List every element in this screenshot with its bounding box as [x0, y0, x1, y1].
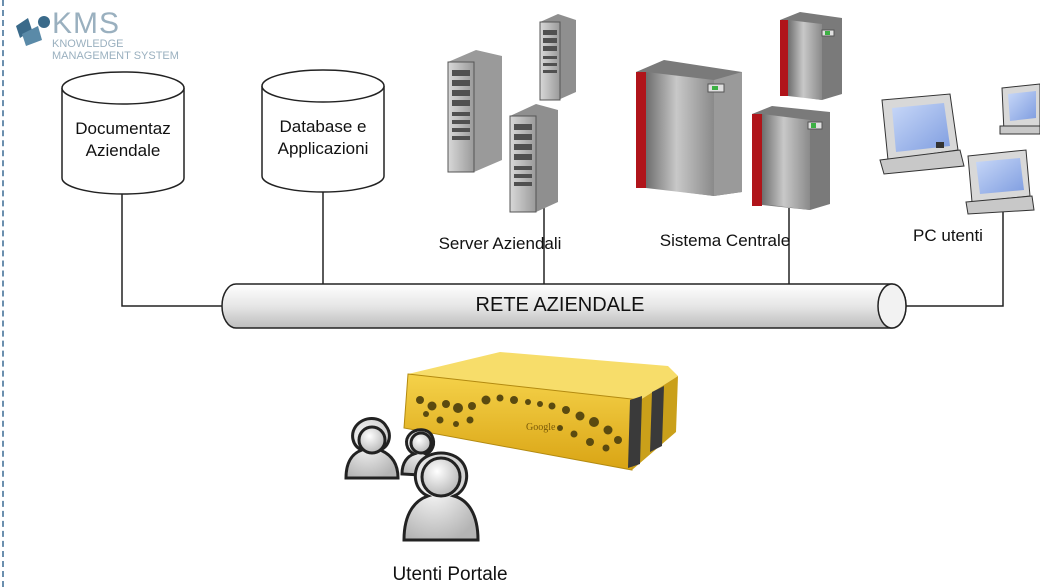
- kms-logo: KMS KNOWLEDGE MANAGEMENT SYSTEM: [8, 8, 248, 68]
- logo-title: KMS: [52, 7, 121, 40]
- network-pipe: [221, 283, 907, 329]
- appliance-brand-label: Google: [526, 422, 556, 433]
- database-cylinder-applications: [261, 69, 385, 193]
- server-label: Server Aziendali: [438, 234, 562, 253]
- users-icon: [344, 417, 480, 542]
- page-border: [2, 0, 4, 587]
- connector-lines: [121, 188, 1004, 307]
- database-label-line1: Database e: [279, 117, 367, 136]
- network-label: RETE AZIENDALE: [475, 294, 645, 316]
- pc-icons: [879, 83, 1040, 215]
- database-label: Database e Applicazioni: [262, 116, 384, 160]
- central-system-label: Sistema Centrale: [659, 231, 791, 250]
- documents-label-line1: Documentaz: [75, 119, 171, 138]
- documents-label: Documentaz Aziendale: [62, 118, 184, 162]
- portal-users-label: Utenti Portale: [392, 564, 508, 585]
- logo-line2: MANAGEMENT SYSTEM: [52, 50, 179, 62]
- server-icons: [447, 14, 576, 213]
- pc-users-label: PC utenti: [913, 226, 983, 245]
- mainframe-icons: [636, 12, 842, 210]
- documents-label-line2: Aziendale: [85, 141, 161, 160]
- kms-logo-icon: [16, 16, 50, 46]
- logo-line1: KNOWLEDGE: [52, 38, 124, 50]
- database-cylinder-documents: [61, 71, 185, 195]
- search-appliance-icon: Google: [403, 352, 678, 471]
- database-label-line2: Applicazioni: [277, 139, 369, 158]
